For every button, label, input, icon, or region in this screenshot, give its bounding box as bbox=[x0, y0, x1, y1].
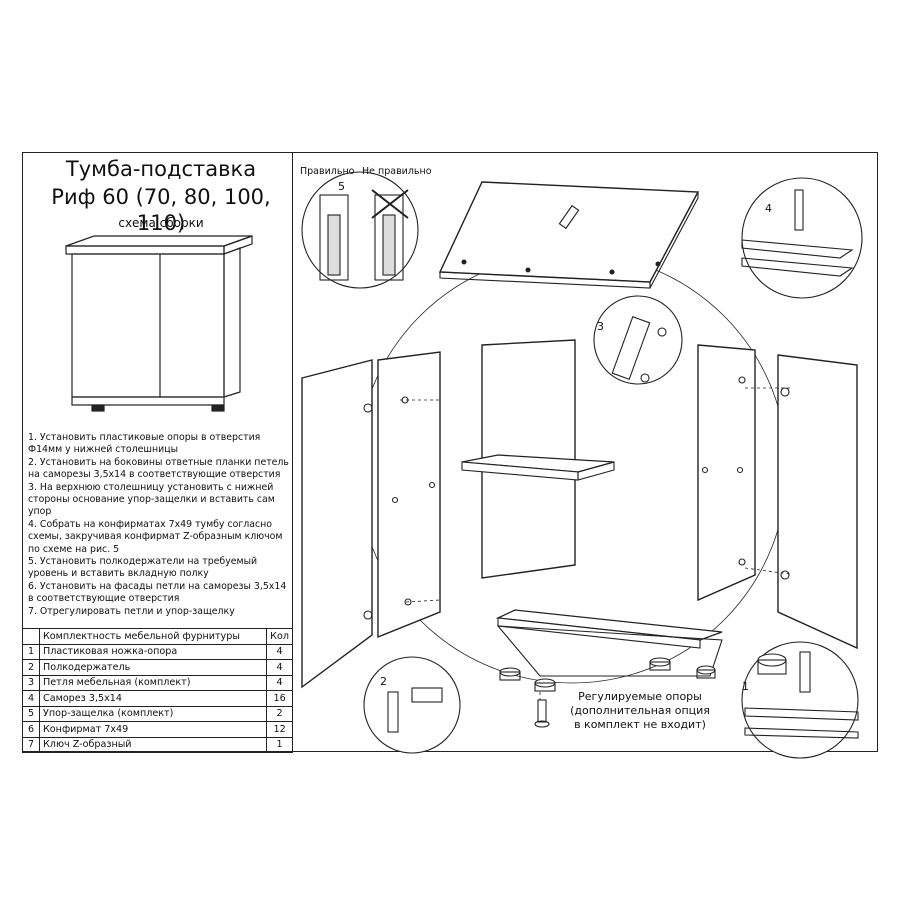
subtitle: схема сборки bbox=[118, 216, 204, 230]
note-line2: (дополнительная опция bbox=[570, 704, 710, 717]
step-item: 3. На верхнюю столешницу установить с ни… bbox=[28, 481, 275, 518]
table-header-row: Комплектность мебельной фурнитуры Кол bbox=[22, 628, 293, 645]
label-correct: Правильно bbox=[300, 166, 355, 177]
feet bbox=[499, 657, 716, 728]
row-qty: 1 bbox=[266, 736, 293, 753]
callout-5-circle bbox=[301, 171, 419, 289]
screw-detail bbox=[741, 189, 854, 277]
callout-2-number: 2 bbox=[380, 675, 387, 688]
step-item: 2. Установить на боковины ответные планк… bbox=[28, 456, 289, 481]
latch-detail bbox=[611, 316, 667, 383]
top-panel bbox=[438, 181, 700, 289]
note-line3: в комплект не входит) bbox=[574, 718, 706, 731]
row-qty: 4 bbox=[266, 674, 293, 691]
title-line2: Риф 60 (70, 80, 100, 110) bbox=[51, 185, 271, 235]
step-item: 7. Отрегулировать петли и упор-защелку bbox=[28, 605, 235, 617]
step-item: 6. Установить на фасады петли на саморез… bbox=[28, 580, 287, 605]
confirmat-detail bbox=[319, 189, 409, 281]
label-incorrect: Не правильно bbox=[362, 166, 432, 177]
right-side-panel bbox=[697, 344, 756, 602]
title-line1: Тумба-подставка bbox=[65, 157, 257, 181]
step-item: 1. Установить пластиковые опоры в отверс… bbox=[28, 432, 261, 456]
right-door bbox=[777, 354, 858, 650]
callout-3-circle bbox=[593, 295, 683, 385]
assembly-steps: 1. Установить пластиковые опоры в отверс… bbox=[28, 432, 290, 618]
optional-feet-note: Регулируемые опоры (дополнительная опция… bbox=[560, 690, 720, 732]
callout-2-circle bbox=[363, 656, 461, 754]
row-qty: 16 bbox=[266, 690, 293, 707]
step-item: 5. Установить полкодержатели на требуемы… bbox=[28, 556, 258, 580]
step-item: 4. Собрать на конфирматах 7х49 тумбу сог… bbox=[28, 518, 283, 555]
callout-4-number: 4 bbox=[765, 202, 772, 215]
foot-detail bbox=[744, 651, 859, 739]
shelf bbox=[461, 454, 615, 481]
callout-5-number: 5 bbox=[338, 180, 345, 193]
note-line1: Регулируемые опоры bbox=[578, 690, 702, 703]
left-door bbox=[301, 359, 373, 689]
bottom-panel bbox=[495, 609, 723, 677]
callout-4-circle bbox=[741, 177, 863, 299]
hinge-detail bbox=[387, 687, 443, 733]
left-side-panel bbox=[377, 351, 441, 639]
callout-3-number: 3 bbox=[597, 320, 604, 333]
row-name: Ключ Z-образный bbox=[38, 736, 268, 753]
drawing-frame bbox=[22, 152, 878, 752]
frame-divider bbox=[292, 152, 293, 752]
callout-1-number: 1 bbox=[742, 680, 749, 693]
